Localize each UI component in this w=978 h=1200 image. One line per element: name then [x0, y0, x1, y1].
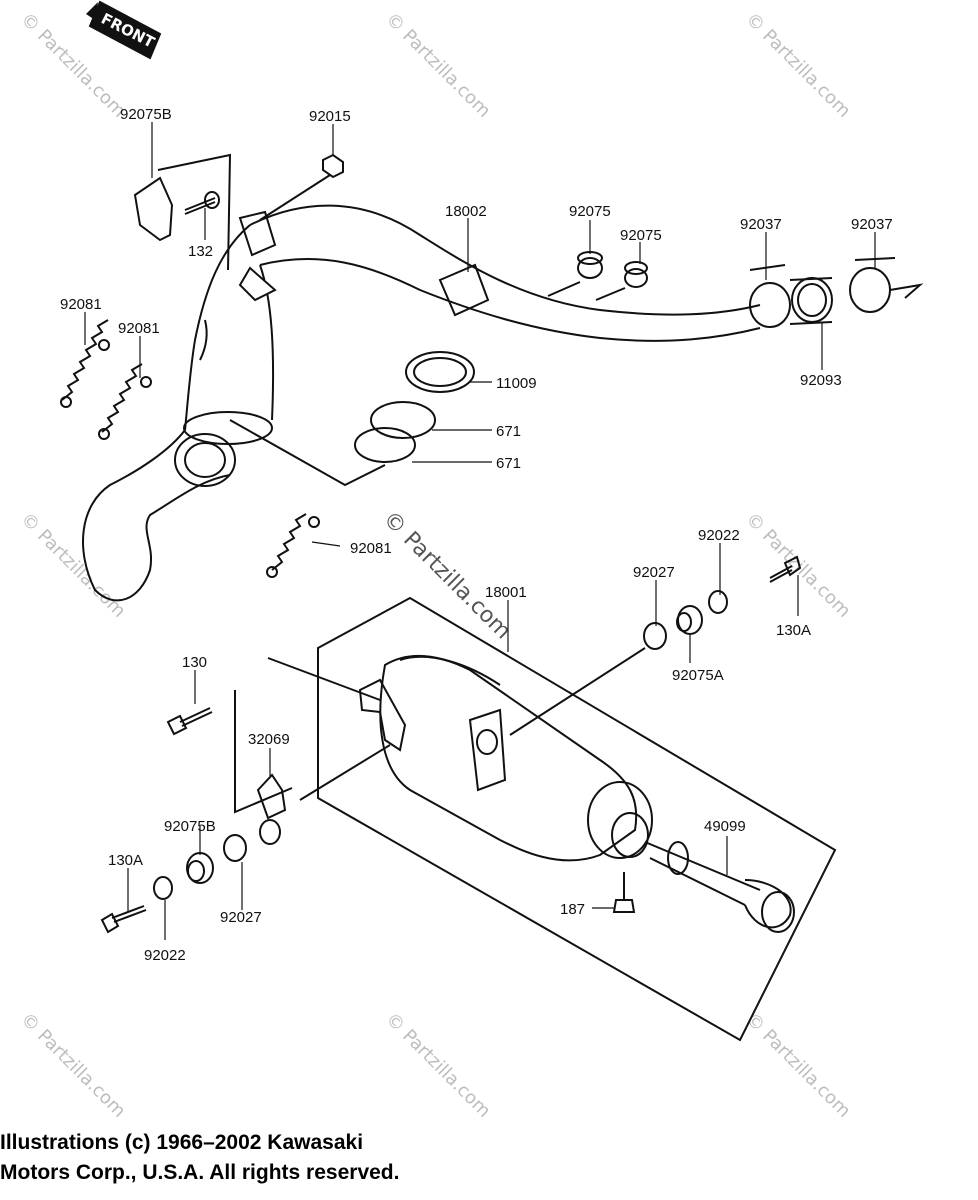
part-label: 92037: [851, 216, 893, 233]
watermark: © Partzilla.com: [381, 1009, 494, 1122]
part-label: 92075: [569, 203, 611, 220]
muffler-outline-box: [317, 596, 837, 1042]
part-label: 18001: [485, 584, 527, 601]
springs-92081: [60, 319, 320, 578]
watermarks: © Partzilla.com © Partzilla.com © Partzi…: [16, 9, 854, 1122]
part-label: 92093: [800, 372, 842, 389]
part-label: 92081: [118, 320, 160, 337]
part-label: 92081: [350, 540, 392, 557]
part-label: 92027: [220, 909, 262, 926]
leader-lines: [84, 122, 876, 940]
mount-bracket-top: [133, 153, 344, 271]
part-label: 92075A: [672, 667, 724, 684]
pipe-grommets-clamps: [547, 251, 924, 328]
part-label: 130A: [108, 852, 143, 869]
front-arrow-tag: FRONT: [86, 0, 162, 60]
part-label: 92075B: [164, 818, 216, 835]
part-label: 130: [182, 654, 207, 671]
part-label: 49099: [704, 818, 746, 835]
watermark: © Partzilla.com: [16, 1009, 129, 1122]
part-label: 92022: [144, 947, 186, 964]
watermark: © Partzilla.com: [741, 1009, 854, 1122]
part-label: 132: [188, 243, 213, 260]
part-label: 92037: [740, 216, 782, 233]
part-labels: 92075B 92015 132 18002 92075 92075 92037…: [60, 106, 893, 964]
part-label: 187: [560, 901, 585, 918]
tailpipe-49099: [612, 841, 795, 933]
part-label: 130A: [776, 622, 811, 639]
watermark-center: © Partzilla.com: [378, 507, 516, 645]
exhaust-gasket-rings: [229, 351, 475, 487]
part-label: 92075: [620, 227, 662, 244]
part-label: 92075B: [120, 106, 172, 123]
mount-hardware-left: [100, 690, 293, 934]
part-label: 11009: [496, 375, 537, 392]
copyright-line: Illustrations (c) 1966–2002 Kawasaki: [0, 1131, 364, 1154]
watermark: © Partzilla.com: [16, 509, 129, 622]
part-label: 18002: [445, 203, 487, 220]
part-label: 92022: [698, 527, 740, 544]
part-label: 92027: [633, 564, 675, 581]
part-label: 32069: [248, 731, 290, 748]
copyright-line: Motors Corp., U.S.A. All rights reserved…: [0, 1161, 400, 1184]
copyright-notice: Illustrations (c) 1966–2002 Kawasaki Mot…: [0, 1128, 399, 1188]
part-label: 671: [496, 423, 521, 440]
exhaust-pipe-18002: [82, 204, 761, 602]
mount-hardware-right: [643, 555, 802, 650]
muffler-18001: [267, 647, 653, 862]
part-label: 92015: [309, 108, 351, 125]
watermark: © Partzilla.com: [381, 9, 494, 122]
part-label: 92081: [60, 296, 102, 313]
part-label: 671: [496, 455, 521, 472]
watermark: © Partzilla.com: [741, 9, 854, 122]
